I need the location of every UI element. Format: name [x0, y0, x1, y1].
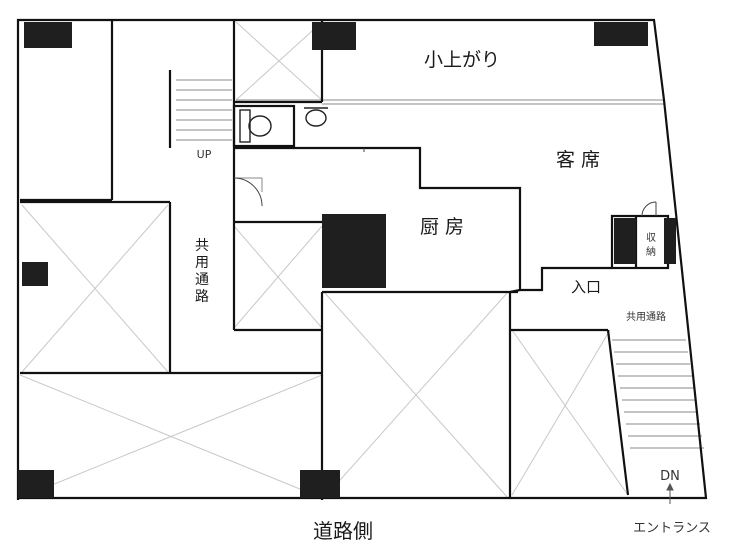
label-iriguchi: 入口	[571, 278, 601, 296]
label-road-side: 道路側	[313, 519, 373, 543]
label-storage-top: 収	[646, 232, 656, 244]
sink-icon	[304, 107, 328, 127]
door-swings	[233, 148, 657, 217]
pillar	[22, 262, 48, 286]
structural-pillars	[18, 22, 676, 498]
pillar	[24, 22, 72, 48]
label-corridor-small: 共用通路	[626, 310, 666, 323]
label-corridor-char-1: 共	[195, 238, 209, 254]
label-storage-bottom: 納	[646, 245, 656, 258]
label-dn: DN	[660, 469, 680, 484]
label-corridor-char-3: 通	[195, 272, 209, 288]
label-corridor-char-2: 用	[195, 255, 209, 271]
label-up: UP	[197, 148, 212, 161]
pillar	[322, 214, 386, 288]
pillar	[312, 22, 356, 50]
pillar	[300, 470, 340, 498]
staircase	[176, 79, 704, 449]
label-kyakuseki: 客 席	[556, 149, 600, 171]
vacant-space-cross-marks	[19, 21, 629, 499]
entrance-arrow	[666, 482, 674, 504]
pillar	[594, 22, 648, 46]
toilet-icon	[239, 109, 272, 143]
label-koagari: 小上がり	[424, 49, 500, 71]
label-entrance: エントランス	[633, 521, 711, 536]
label-corridor-char-4: 路	[195, 289, 209, 305]
pillar	[18, 470, 54, 498]
walls	[16, 18, 708, 500]
pillar	[664, 218, 676, 264]
label-chubo: 厨 房	[420, 216, 464, 238]
thin-detail-lines	[236, 99, 664, 192]
pillar	[614, 218, 636, 264]
